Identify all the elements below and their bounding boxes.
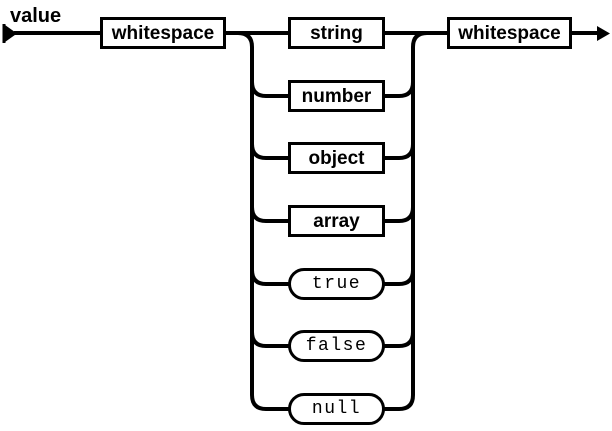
merge-rail-right	[384, 31, 428, 411]
merge-curve-false	[384, 331, 415, 348]
node-whitespace-leading: whitespace	[100, 17, 226, 49]
branch-curve-true	[250, 269, 289, 286]
node-string: string	[288, 17, 385, 49]
merge-curve-object	[384, 143, 415, 160]
node-whitespace-trailing: whitespace	[447, 17, 572, 49]
merge-curve-array	[384, 206, 415, 223]
node-array: array	[288, 205, 385, 237]
merge-curve-number	[384, 81, 415, 98]
branch-curve-number	[250, 81, 289, 98]
end-arrow-icon	[597, 26, 610, 41]
node-number: number	[288, 80, 385, 112]
branch-curve-false	[250, 331, 289, 348]
start-marker-icon	[2, 24, 17, 43]
node-object: object	[288, 142, 385, 174]
node-false: false	[288, 330, 385, 362]
node-true: true	[288, 268, 385, 300]
branch-curve-array	[250, 206, 289, 223]
node-null: null	[288, 393, 385, 425]
branch-rail-left	[237, 31, 289, 411]
branch-curve-object	[250, 143, 289, 160]
merge-curve-true	[384, 269, 415, 286]
rule-name-label: value	[10, 5, 62, 27]
